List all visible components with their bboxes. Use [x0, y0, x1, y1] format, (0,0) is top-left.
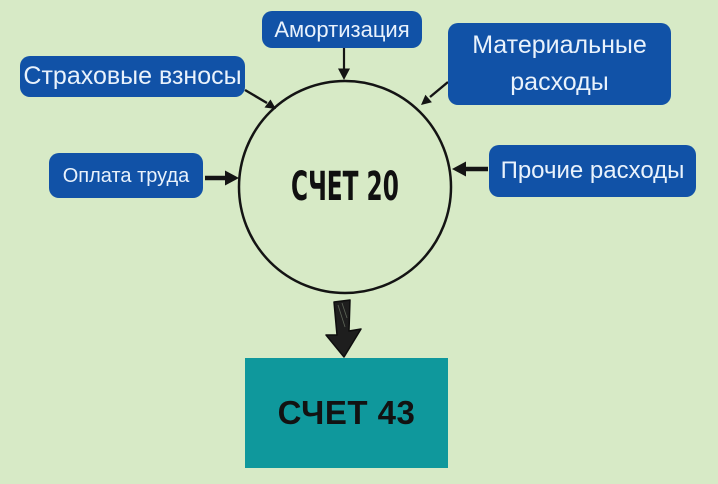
output-box-account-43: СЧЕТ 43: [245, 358, 448, 468]
input-box-other: Прочие расходы: [489, 145, 696, 197]
input-label-insurance: Страховые взносы: [23, 61, 242, 90]
arrow-amortization-icon: [338, 48, 350, 80]
account-20-text: СЧЕТ 20: [291, 164, 399, 210]
input-box-insurance: Страховые взносы: [20, 56, 245, 97]
input-box-labor: Оплата труда: [49, 153, 203, 198]
account-20-label: СЧЕТ 20: [245, 161, 445, 213]
input-label-labor: Оплата труда: [62, 164, 190, 187]
input-box-amortization: Амортизация: [262, 11, 422, 48]
arrow-materials-icon: [421, 81, 449, 105]
account-43-text: СЧЕТ 43: [277, 394, 416, 431]
arrow-other-icon: [452, 161, 488, 177]
input-label-materials: Материальные расходы: [472, 30, 647, 97]
arrow-output-icon: [325, 299, 362, 358]
input-label-amortization: Амортизация: [274, 17, 410, 42]
arrow-insurance-icon: [244, 88, 276, 109]
input-box-materials: Материальные расходы: [448, 23, 671, 105]
arrow-labor-icon: [205, 170, 239, 186]
input-label-other: Прочие расходы: [500, 157, 685, 184]
